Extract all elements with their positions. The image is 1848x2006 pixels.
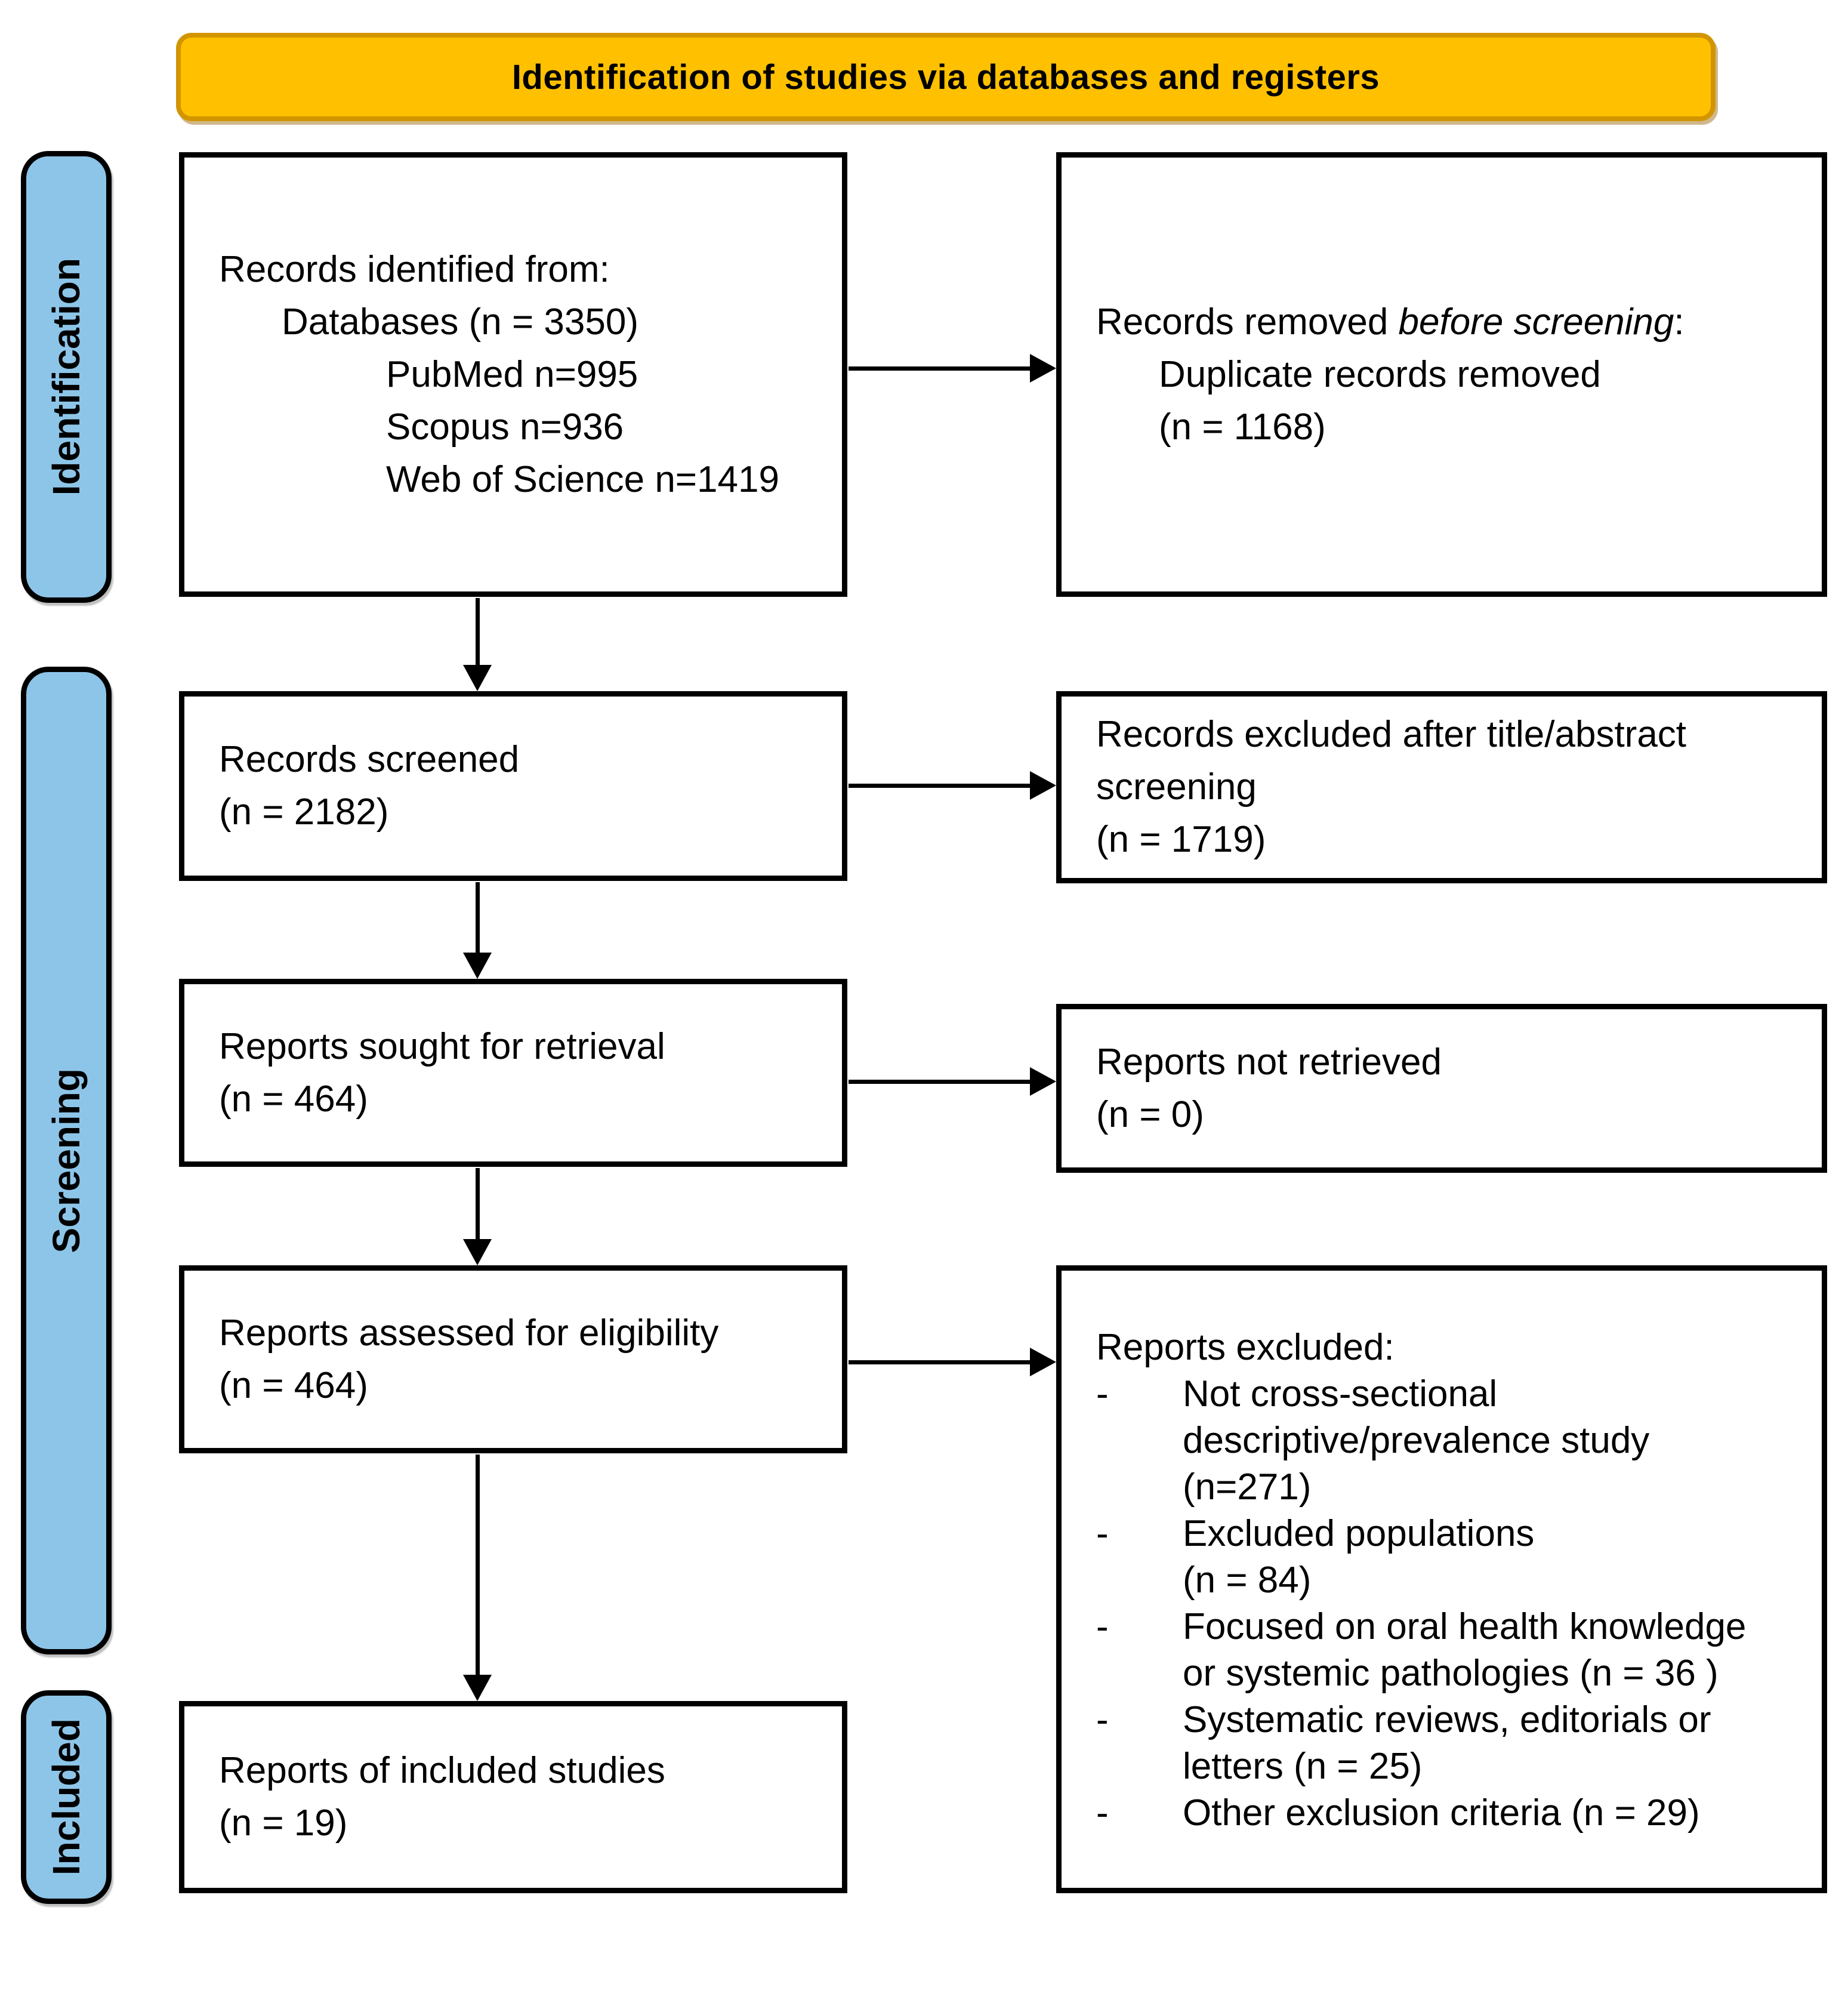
bullet-text: (n=271)	[1183, 1466, 1312, 1508]
box-records-identified: Records identified from: Databases (n = 3…	[179, 152, 847, 597]
box-reports-sought: Reports sought for retrieval (n = 464)	[179, 979, 847, 1167]
arrow-right-sought-to-notretrieved-icon	[849, 1061, 1056, 1102]
bullet-text: descriptive/prevalence study	[1183, 1420, 1650, 1461]
header-title: Identification of studies via databases …	[511, 57, 1380, 97]
box-text-line: Web of Science n=1419	[386, 458, 779, 500]
box-text-line: Records screened	[219, 739, 520, 780]
box-text-line: Databases (n = 3350)	[282, 301, 638, 343]
bullet-marker: -	[1096, 1373, 1109, 1415]
stage-label-text: Identification	[45, 258, 88, 496]
box-text-line: Duplicate records removed	[1159, 353, 1601, 395]
header-banner: Identification of studies via databases …	[176, 33, 1716, 121]
box-text-line: Reports of included studies	[219, 1750, 665, 1791]
stage-label-text: Included	[45, 1718, 88, 1876]
bullet-text: Systematic reviews, editorials or	[1183, 1699, 1711, 1740]
box-records-excluded-screening: Records excluded after title/abstract scr…	[1056, 691, 1827, 883]
stage-label-identification: Identification	[21, 151, 112, 603]
bullet-text: Excluded populations	[1183, 1513, 1535, 1554]
box-text-line: (n = 1168)	[1159, 406, 1326, 448]
bullet-text: letters (n = 25)	[1183, 1746, 1423, 1787]
bullet-text: Not cross-sectional	[1183, 1373, 1498, 1415]
box-text-line: Records excluded after title/abstract	[1096, 714, 1687, 755]
box-text-line: Reports excluded:	[1096, 1327, 1395, 1368]
box-reports-not-retrieved: Reports not retrieved (n = 0)	[1056, 1004, 1827, 1173]
bullet-marker: -	[1096, 1699, 1109, 1740]
bullet-text: Focused on oral health knowledge	[1183, 1606, 1747, 1647]
arrow-down-sought-to-assessed-icon	[463, 1168, 492, 1265]
arrow-down-assessed-to-included-icon	[463, 1455, 492, 1701]
arrow-down-identified-to-screened-icon	[463, 598, 492, 691]
arrow-right-assessed-to-excludedreports-icon	[849, 1341, 1056, 1383]
bullet-marker: -	[1096, 1513, 1109, 1554]
stage-label-screening: Screening	[21, 667, 112, 1654]
box-text-line: (n = 1719)	[1096, 819, 1266, 860]
box-reports-assessed: Reports assessed for eligibility (n = 464…	[179, 1265, 847, 1453]
bullet-marker: -	[1096, 1606, 1109, 1647]
box-text-line: Reports assessed for eligibility	[219, 1312, 719, 1354]
bullet-text: (n = 84)	[1183, 1560, 1312, 1601]
box-text-line: (n = 19)	[219, 1802, 348, 1844]
box-records-screened: Records screened (n = 2182)	[179, 691, 847, 881]
box-text-line: Scopus n=936	[386, 406, 624, 448]
arrow-right-identified-to-removed-icon	[849, 347, 1056, 389]
box-text-line: (n = 464)	[219, 1364, 368, 1406]
box-records-removed: Records removed before screening: Duplica…	[1056, 152, 1827, 597]
stage-label-included: Included	[21, 1690, 112, 1904]
box-text-line: (n = 2182)	[219, 791, 389, 833]
arrow-down-screened-to-sought-icon	[463, 882, 492, 979]
box-text-line: Reports not retrieved	[1096, 1041, 1442, 1083]
box-reports-included: Reports of included studies (n = 19)	[179, 1701, 847, 1893]
bullet-text: or systemic pathologies (n = 36 )	[1183, 1653, 1719, 1694]
box-text-line: screening	[1096, 766, 1257, 808]
box-text-line: PubMed n=995	[386, 353, 638, 395]
box-text-line: (n = 464)	[219, 1078, 368, 1120]
box-text-line: (n = 0)	[1096, 1093, 1204, 1135]
arrow-right-screened-to-excluded-icon	[849, 765, 1056, 806]
stage-label-text: Screening	[45, 1068, 88, 1253]
box-text-line: Records removed before screening:	[1096, 301, 1685, 343]
box-text-line: Records identified from:	[219, 248, 610, 290]
box-text-line: Reports sought for retrieval	[219, 1025, 665, 1067]
box-reports-excluded: Reports excluded: - Not cross-sectional des…	[1056, 1265, 1827, 1893]
bullet-marker: -	[1096, 1792, 1109, 1834]
bullet-text: Other exclusion criteria (n = 29)	[1183, 1792, 1700, 1834]
